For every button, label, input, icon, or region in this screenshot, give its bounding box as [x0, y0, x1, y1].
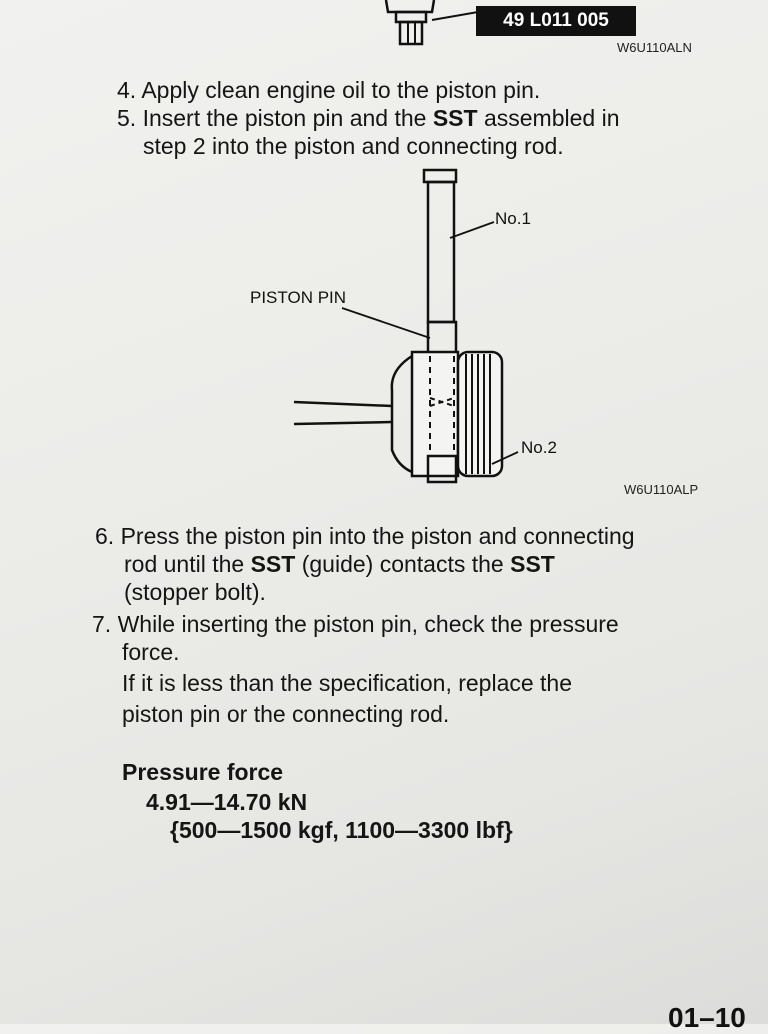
step-5-line-2: step 2 into the piston and connecting ro…	[143, 133, 564, 159]
step-6-line-2: rod until the SST (guide) contacts the S…	[124, 551, 555, 577]
label-piston-pin: PISTON PIN	[250, 288, 347, 307]
page-number: 01–10	[668, 1002, 746, 1033]
spec-heading: Pressure force	[122, 759, 284, 785]
step-7-line-2: force.	[122, 639, 180, 665]
spec-alt-value: {500—1500 kgf, 1100—3300 lbf}	[170, 817, 513, 843]
step-7-line-4: piston pin or the connecting rod.	[122, 701, 450, 727]
label-no2: No.2	[521, 438, 557, 457]
step-6-line-3: (stopper bolt).	[124, 579, 266, 605]
top-bolt-drawing	[384, 0, 479, 46]
top-figure-code: W6U110ALN	[617, 40, 692, 55]
tool-number-label: 49 L011 005	[476, 6, 636, 36]
step-4: 4. Apply clean engine oil to the piston …	[117, 77, 541, 103]
step-7-line-1: 7. While inserting the piston pin, check…	[92, 611, 619, 637]
step-6-line-1: 6. Press the piston pin into the piston …	[95, 523, 635, 549]
figure-code: W6U110ALP	[624, 482, 699, 497]
step-7-line-3: If it is less than the specification, re…	[122, 670, 573, 696]
step-5: 5. Insert the piston pin and the SST ass…	[117, 105, 620, 131]
label-no1: No.1	[495, 209, 531, 228]
piston-pin-diagram	[293, 168, 519, 484]
spec-value: 4.91—14.70 kN	[146, 789, 308, 815]
